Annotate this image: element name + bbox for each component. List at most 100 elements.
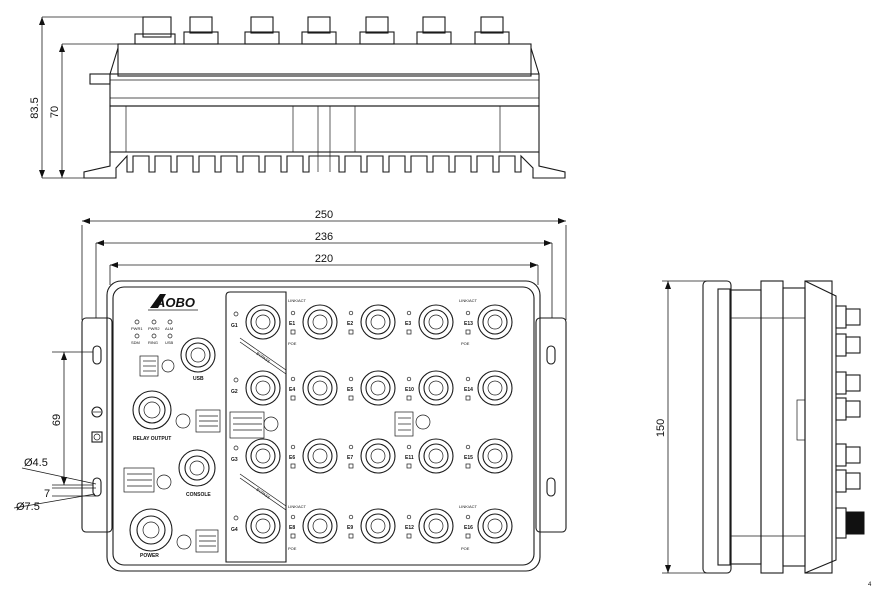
port-e3: E3 (405, 304, 454, 340)
port-e2: E2 (347, 304, 396, 340)
link-label-br: LINK/ACT (459, 504, 478, 509)
port-label: E16 (464, 525, 473, 531)
poe-led (406, 329, 412, 335)
port-label: E13 (464, 321, 473, 327)
poe-label-tr: POE (461, 341, 470, 346)
dim-side-depth: 150 (655, 419, 667, 437)
port-ring (302, 370, 338, 406)
port-ring (418, 508, 454, 544)
poe-led (465, 329, 471, 335)
top-elevation-view: 83.5 70 (29, 16, 566, 179)
port-label: E3 (405, 321, 411, 327)
link-led (465, 444, 471, 450)
dim-hole-pitch: 7 (44, 488, 50, 500)
port-ring (487, 448, 503, 464)
port-ring (477, 438, 513, 474)
port-e16: E16 (464, 508, 513, 544)
port-ring (418, 304, 454, 340)
poe-led (406, 395, 412, 401)
port-ring (307, 443, 333, 469)
port-label: E15 (464, 455, 473, 461)
poe-led (348, 533, 354, 539)
power-label: POWER (140, 553, 159, 559)
port-e11: E11 (405, 438, 454, 474)
link-led (406, 444, 412, 450)
port-ring (360, 304, 396, 340)
poe-led (290, 395, 296, 401)
port-ring (312, 448, 328, 464)
link-led (465, 310, 471, 316)
link-led (406, 310, 412, 316)
bypass-label-2: BYPASS (255, 487, 271, 500)
port-ring (360, 438, 396, 474)
port-ring (360, 508, 396, 544)
port-g2-label: G2 (231, 389, 238, 395)
usb-port: USB (139, 337, 216, 382)
port-label: E14 (464, 387, 473, 393)
port-ring (428, 448, 444, 464)
port-ring (307, 513, 333, 539)
link-led (406, 376, 412, 382)
port-ring (428, 518, 444, 534)
port-e4: E4 (289, 370, 338, 406)
link-led (348, 514, 354, 520)
port-g1-label: G1 (231, 323, 238, 329)
dim-overall-width: 250 (315, 209, 333, 221)
dim-hole-spacing: 236 (315, 231, 333, 243)
link-led (290, 444, 296, 450)
port-ring (307, 375, 333, 401)
port-e14: E14 (464, 370, 513, 406)
poe-led (348, 463, 354, 469)
link-label-tl: LINK/ACT (288, 298, 307, 303)
port-ring (482, 375, 508, 401)
console-label: CONSOLE (186, 492, 211, 498)
port-label: E10 (405, 387, 414, 393)
port-ring (370, 314, 386, 330)
port-label: E2 (347, 321, 353, 327)
link-led (348, 310, 354, 316)
port-ring (370, 380, 386, 396)
link-label-bl: LINK/ACT (288, 504, 307, 509)
port-ring (365, 513, 391, 539)
port-ring (365, 443, 391, 469)
side-connectors (835, 305, 865, 539)
port-ring (312, 314, 328, 330)
page-number: 4 (868, 582, 872, 588)
dim-mount-offset: 69 (51, 414, 63, 426)
port-ring (428, 314, 444, 330)
port-label: E12 (405, 525, 414, 531)
port-label: E5 (347, 387, 353, 393)
port-e9: E9 (347, 508, 396, 544)
port-e15: E15 (464, 438, 513, 474)
poe-led (290, 533, 296, 539)
port-ring (418, 438, 454, 474)
link-led (290, 310, 296, 316)
port-ring (477, 304, 513, 340)
port-e1: E1 (289, 304, 338, 340)
port-e6: E6 (289, 438, 338, 474)
link-led (465, 376, 471, 382)
port-label: E9 (347, 525, 353, 531)
poe-led (465, 463, 471, 469)
poe-label-tl: POE (288, 341, 297, 346)
port-g4-label: G4 (231, 527, 238, 533)
link-led (348, 376, 354, 382)
brand-logo: AOBO (148, 294, 198, 311)
poe-led (348, 395, 354, 401)
dim-body-height: 70 (49, 106, 61, 118)
led-alm-label: ALM (165, 326, 173, 331)
port-ring (365, 375, 391, 401)
link-led (406, 514, 412, 520)
port-e5: E5 (347, 370, 396, 406)
port-ring (482, 513, 508, 539)
port-ring (487, 314, 503, 330)
port-label: E1 (289, 321, 295, 327)
port-ring (302, 508, 338, 544)
link-led (348, 444, 354, 450)
port-ring (370, 518, 386, 534)
svg-text:AOBO: AOBO (155, 295, 195, 310)
dim-slot-diameter: Ø4.5 (24, 457, 48, 469)
poe-led (290, 329, 296, 335)
port-label: E6 (289, 455, 295, 461)
